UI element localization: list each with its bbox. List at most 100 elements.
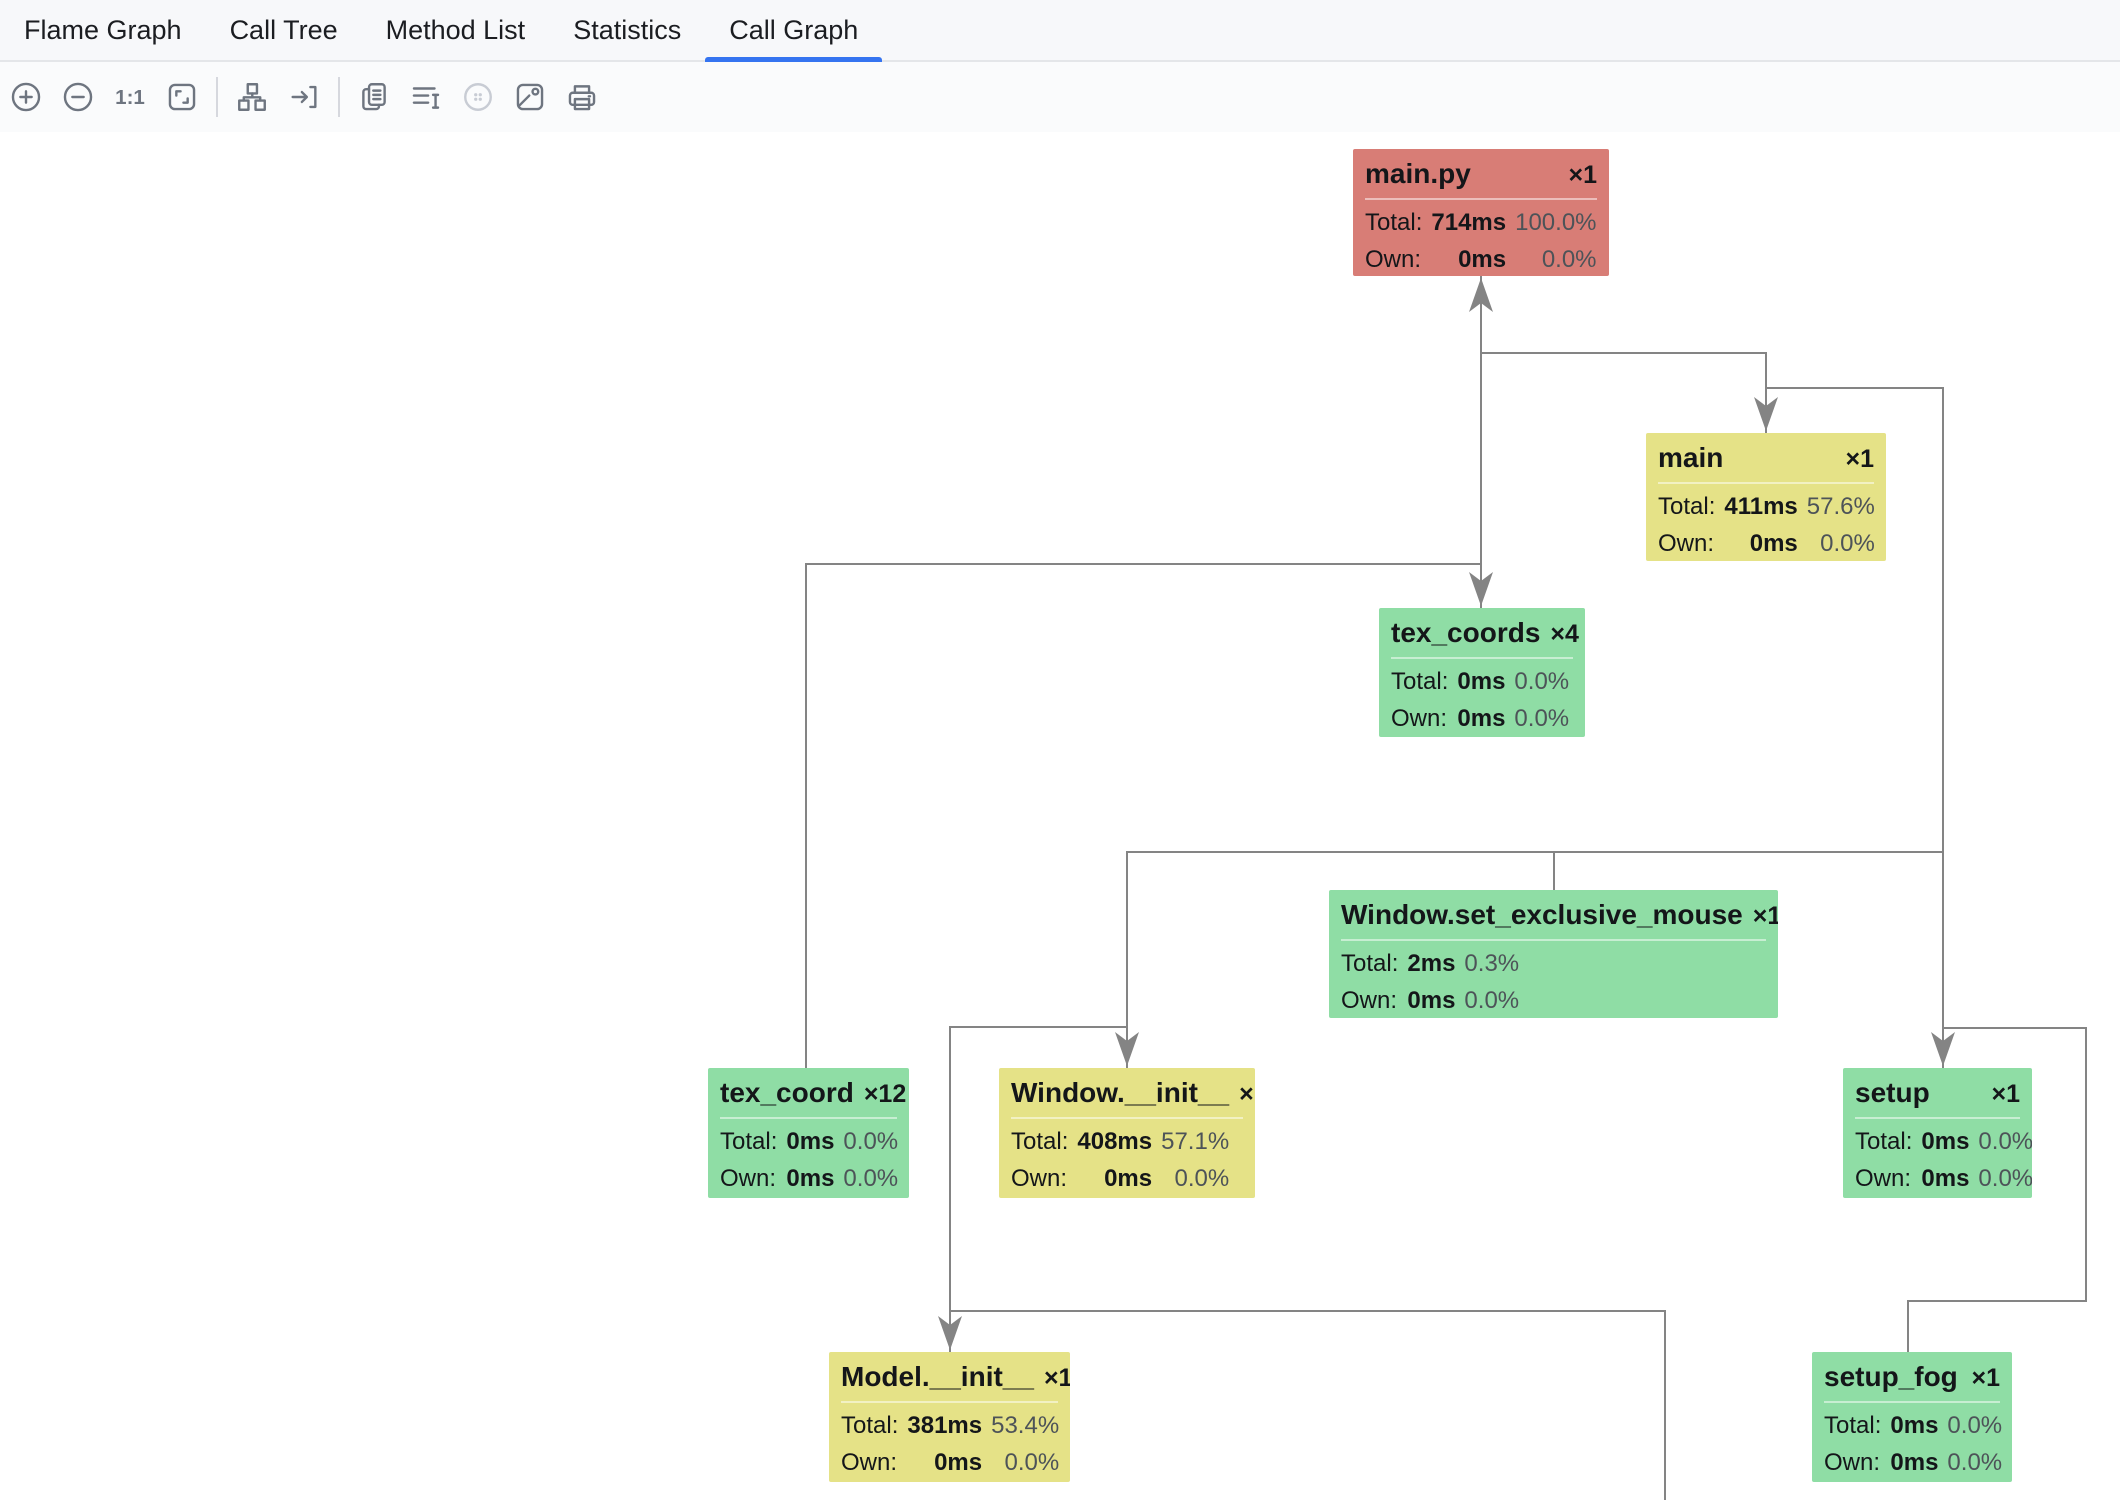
node-stats: Total: 0ms 0.0% Own: 0ms 0.0% <box>1855 1123 2032 1197</box>
total-label: Total: <box>720 1128 778 1155</box>
own-percent: 0.0% <box>1820 530 1875 557</box>
total-ms: 408ms <box>1077 1128 1153 1155</box>
own-ms: 0ms <box>1749 530 1798 557</box>
node-name: main <box>1658 442 1724 473</box>
tab-method-list[interactable]: Method List <box>362 0 550 60</box>
node-title-row: Model.__init__×1 <box>841 1352 1070 1403</box>
own-ms: 0ms <box>1921 1165 1970 1192</box>
edge-line <box>1481 352 1767 433</box>
tab-flame-graph[interactable]: Flame Graph <box>0 0 206 60</box>
node-call-count: ×4 <box>1550 620 1579 648</box>
own-label: Own: <box>841 1449 898 1476</box>
tab-call-tree[interactable]: Call Tree <box>206 0 362 60</box>
edge-arrowhead <box>938 1316 962 1350</box>
node-call-count: ×1 <box>1845 445 1874 473</box>
zoom-out-icon <box>63 82 93 112</box>
tab-statistics[interactable]: Statistics <box>549 0 705 60</box>
call-graph-edges <box>805 276 2087 1500</box>
fit-content-button[interactable] <box>156 71 208 123</box>
total-label: Total: <box>1824 1412 1882 1439</box>
fit-content-icon <box>168 83 196 111</box>
total-label: Total: <box>1855 1128 1913 1155</box>
filter-methods-button[interactable] <box>400 71 452 123</box>
total-ms: 0ms <box>1890 1412 1939 1439</box>
node-call-count: ×1 <box>1971 1364 2000 1392</box>
own-percent: 0.0% <box>843 1165 899 1192</box>
active-tab-underline <box>705 57 883 62</box>
zoom-out-button[interactable] <box>52 71 104 123</box>
tab-label: Statistics <box>573 14 682 45</box>
total-label: Total: <box>1341 950 1399 977</box>
own-label: Own: <box>1855 1165 1912 1192</box>
tab-label: Call Tree <box>229 14 338 45</box>
node-call-count: ×1 <box>1043 1364 1070 1392</box>
own-percent: 0.0% <box>1978 1165 2032 1192</box>
tab-label: Flame Graph <box>24 14 182 45</box>
graph-node-window-init[interactable]: Window.__init__×1Total:408ms57.1%Own:0ms… <box>999 1068 1255 1198</box>
zoom-in-button[interactable] <box>0 71 52 123</box>
own-ms: 0ms <box>786 1165 835 1192</box>
graph-toolbar: 1:1 <box>0 62 2120 132</box>
own-percent: 0.0% <box>1174 1165 1230 1192</box>
print-icon <box>568 85 596 111</box>
total-label: Total: <box>1011 1128 1069 1155</box>
total-ms: 2ms <box>1407 950 1456 977</box>
own-ms: 0ms <box>1890 1449 1939 1476</box>
total-percent: 0.0% <box>1978 1128 2032 1155</box>
node-title-row: setup ×1 <box>1855 1068 2020 1119</box>
node-title-row: tex_coords×4 <box>1391 608 1579 659</box>
node-call-count: ×1 <box>1991 1080 2020 1108</box>
zoom-in-icon <box>11 82 41 112</box>
filter-methods-icon <box>412 87 440 109</box>
actual-size-icon: 1:1 <box>115 86 145 109</box>
edge-arrowhead <box>1469 572 1493 606</box>
total-ms: 0ms <box>1921 1128 1970 1155</box>
copy-button[interactable] <box>348 71 400 123</box>
own-label: Own: <box>720 1165 777 1192</box>
total-percent: 57.1% <box>1161 1128 1230 1155</box>
total-percent: 0.0% <box>843 1128 899 1155</box>
edge-arrowhead <box>1931 1032 1955 1066</box>
total-label: Total: <box>1658 493 1716 520</box>
node-call-count: ×12 <box>863 1080 907 1108</box>
total-ms: 0ms <box>786 1128 835 1155</box>
own-label: Own: <box>1011 1165 1068 1192</box>
total-percent: 57.6% <box>1806 493 1875 520</box>
tab-call-graph[interactable]: Call Graph <box>705 0 883 62</box>
layout-graph-button[interactable] <box>226 71 278 123</box>
edge-line <box>1126 851 1943 1068</box>
node-name: setup <box>1855 1077 1930 1108</box>
node-name: Window.__init__ <box>1011 1077 1230 1108</box>
export-image-icon <box>516 83 544 111</box>
edge-arrowhead <box>1469 278 1493 312</box>
own-ms: 0ms <box>934 1449 983 1476</box>
total-label: Total: <box>1391 668 1449 695</box>
node-stats: Total: 0ms 0.0% Own: 0ms 0.0% <box>720 1123 898 1197</box>
total-label: Total: <box>1365 209 1423 236</box>
options-icon <box>464 83 492 111</box>
export-image-button[interactable] <box>504 71 556 123</box>
own-ms: 0ms <box>1457 705 1506 732</box>
focus-selection-button[interactable] <box>278 71 330 123</box>
layout-graph-icon <box>238 83 266 111</box>
actual-size-button[interactable]: 1:1 <box>104 71 156 123</box>
print-button[interactable] <box>556 71 608 123</box>
node-name: main.py <box>1365 158 1471 189</box>
total-percent: 0.0% <box>1514 668 1570 695</box>
total-percent: 0.0% <box>1947 1412 2003 1439</box>
